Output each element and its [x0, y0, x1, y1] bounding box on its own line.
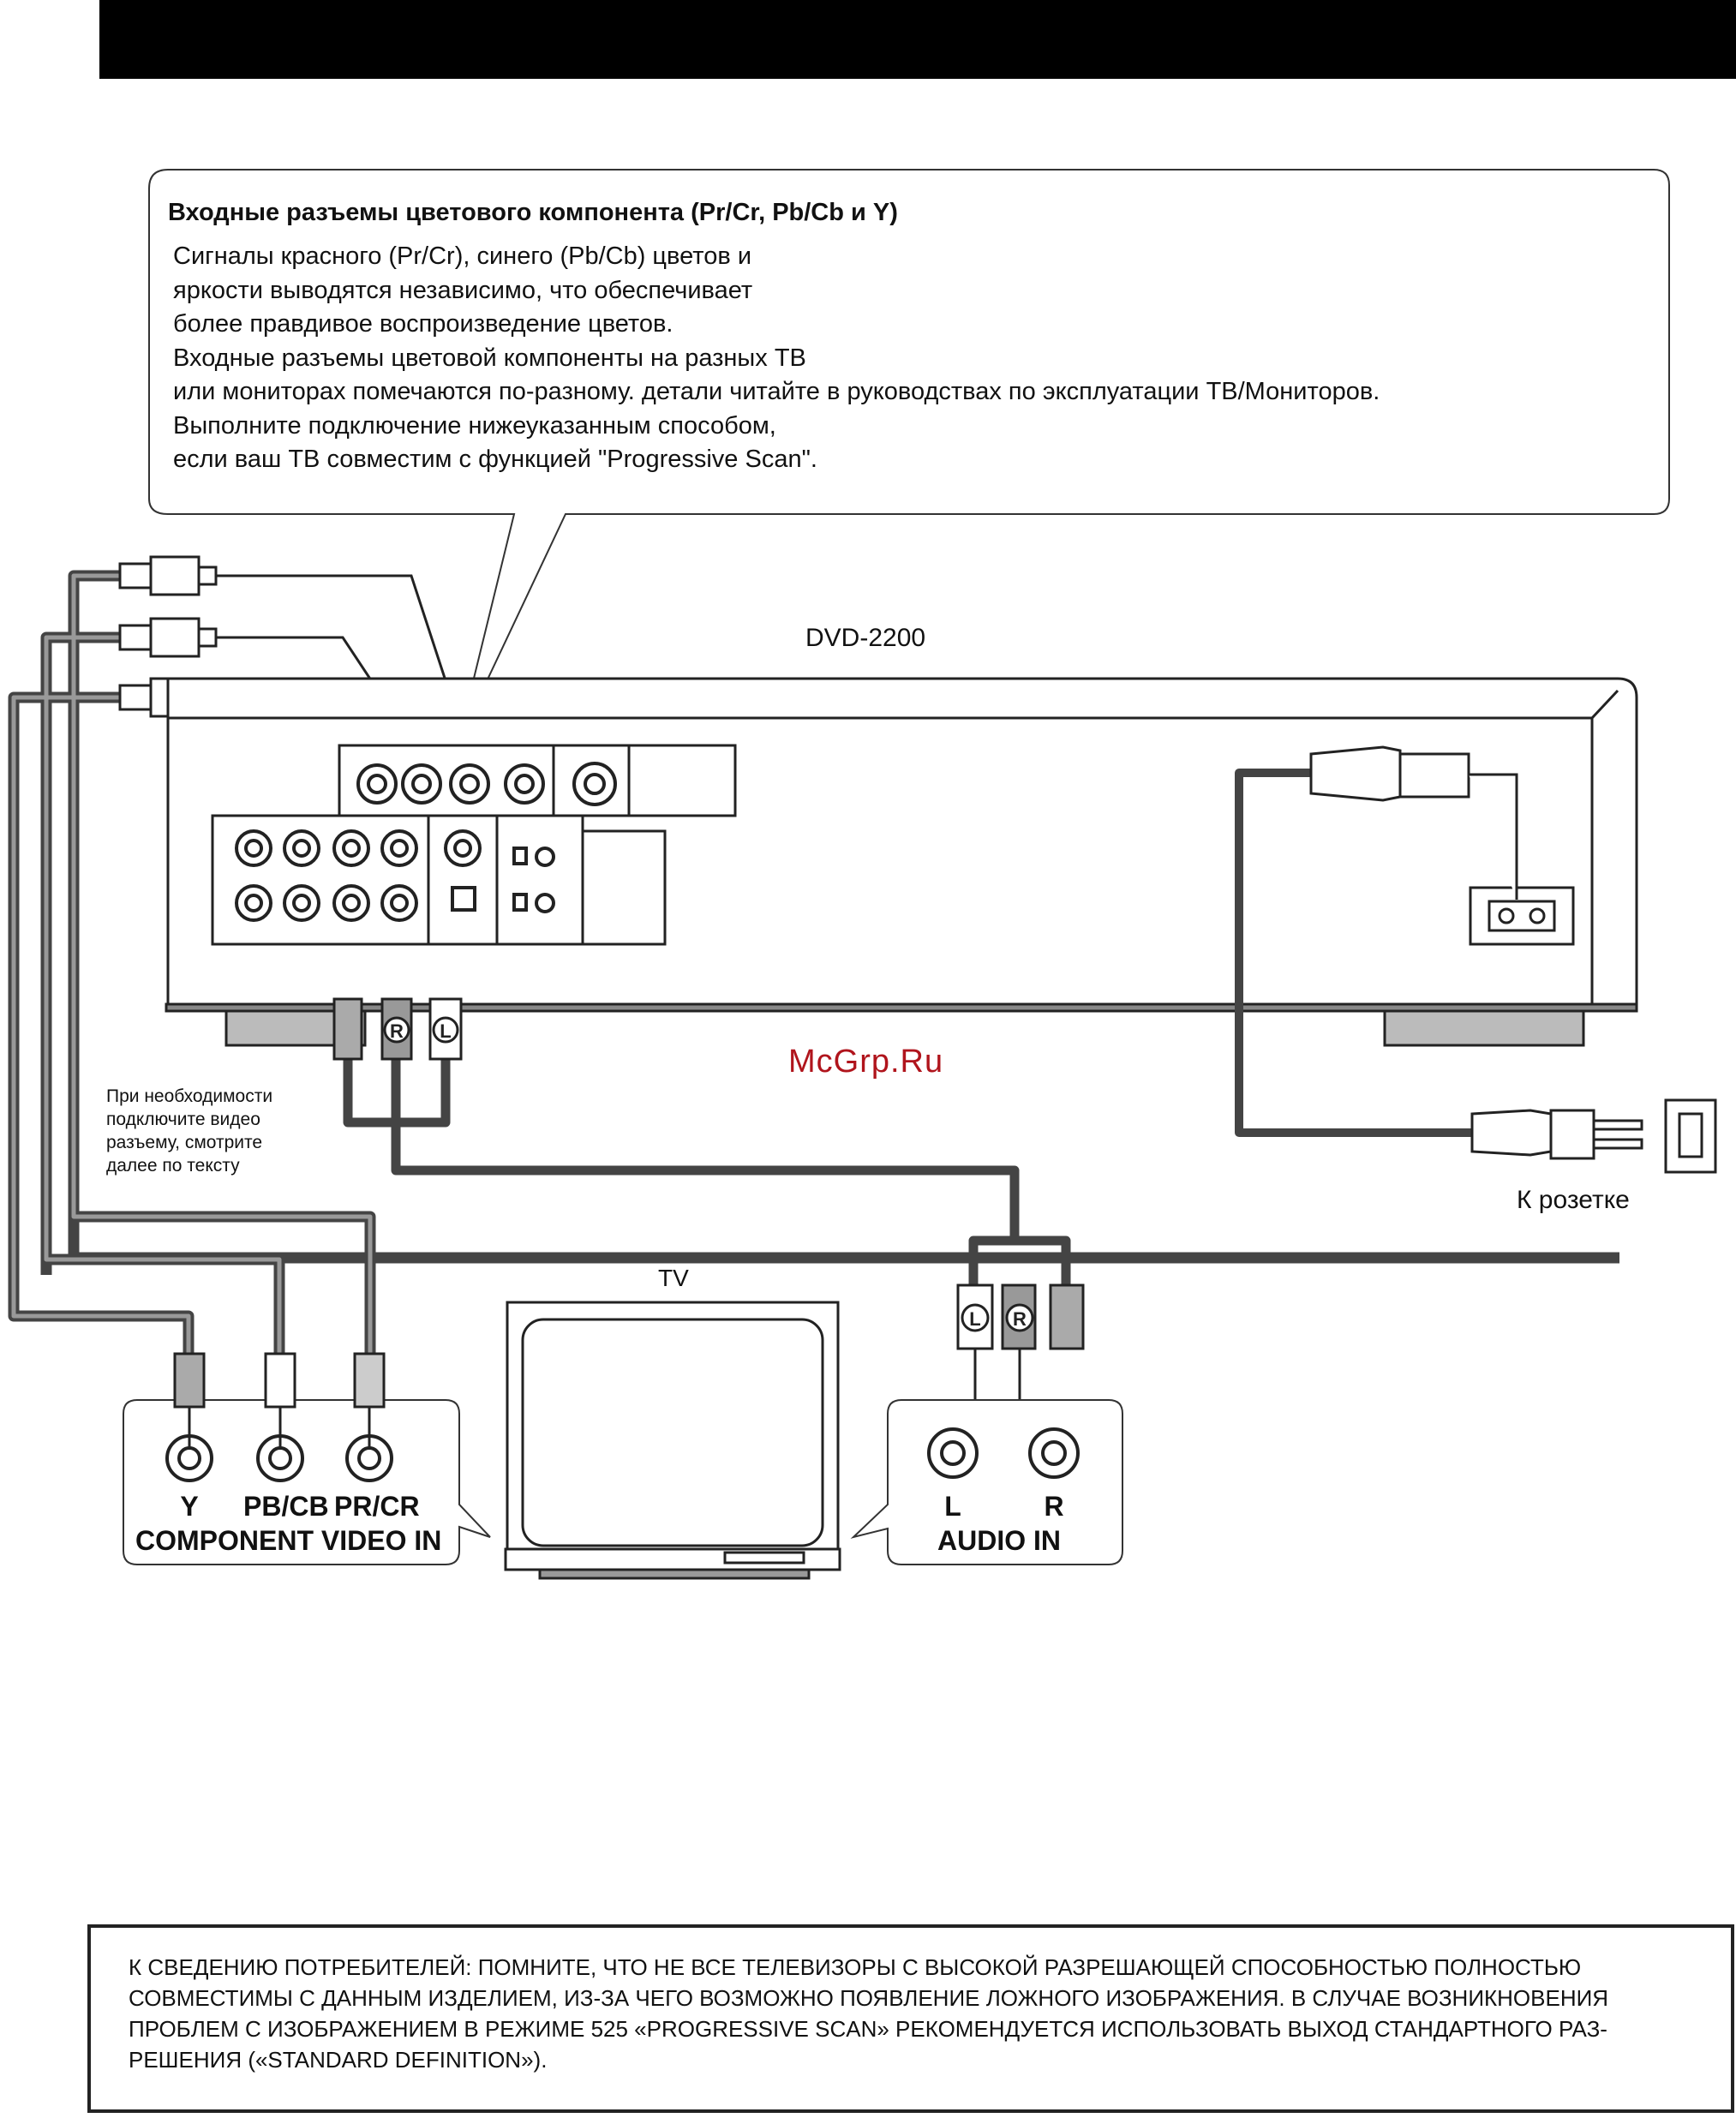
- audio-panel-title: AUDIO IN: [937, 1525, 1061, 1556]
- video-note: При необходимости подключите видео разъе…: [106, 1085, 272, 1177]
- warning-line: СОВМЕСТИМЫ С ДАННЫМ ИЗДЕЛИЕМ, ИЗ-ЗА ЧЕГО…: [129, 1985, 1609, 2011]
- plug-mark-l-top: L: [440, 1020, 451, 1042]
- video-note-line: далее по тексту: [106, 1156, 240, 1176]
- warning-line: К СВЕДЕНИЮ ПОТРЕБИТЕЛЕЙ: ПОМНИТЕ, ЧТО НЕ…: [129, 1954, 1582, 1980]
- callout-line: если ваш ТВ совместим с функцией "Progre…: [173, 446, 817, 473]
- jack-label-pr: PR/CR: [334, 1491, 420, 1522]
- tv-set: [504, 1301, 841, 1580]
- plug-mark-r-bottom: R: [1013, 1308, 1027, 1330]
- plug-mark-r-top: R: [390, 1020, 404, 1042]
- outlet-label: К розетке: [1517, 1186, 1630, 1214]
- callout-bubble: [148, 169, 1670, 742]
- callout-line: более правдивое воспроизведение цветов.: [173, 310, 673, 338]
- video-note-line: разъему, смотрите: [106, 1133, 263, 1152]
- video-note-line: подключите видео: [106, 1110, 260, 1129]
- warning-line: ПРОБЛЕМ С ИЗОБРАЖЕНИЕМ В РЕЖИМЕ 525 «PRO…: [129, 2016, 1607, 2042]
- video-note-line: При необходимости: [106, 1086, 273, 1106]
- callout-line: яркости выводятся независимо, что обеспе…: [173, 276, 753, 304]
- callout-line: Выполните подключение нижеуказанным спос…: [173, 411, 776, 440]
- warning-text: К СВЕДЕНИЮ ПОТРЕБИТЕЛЕЙ: ПОМНИТЕ, ЧТО НЕ…: [129, 1952, 1697, 2075]
- jack-label-r: R: [1044, 1491, 1064, 1522]
- jack-label-pb: PB/CB: [243, 1491, 329, 1522]
- callout-line: Входные разъемы цветовой компоненты на р…: [173, 344, 806, 372]
- warning-line: РЕШЕНИЯ («STANDARD DEFINITION»).: [129, 2047, 548, 2073]
- dvd-model-label: DVD-2200: [805, 624, 926, 652]
- header-bar: [99, 0, 1736, 79]
- plug-mark-l-bottom: L: [969, 1308, 980, 1330]
- cable-pb: [40, 631, 129, 1275]
- component-panel-title: COMPONENT VIDEO IN: [135, 1525, 442, 1556]
- callout-title: Входные разъемы цветового компонента (Pr…: [168, 199, 898, 226]
- jack-label-l: L: [944, 1491, 961, 1522]
- jack-label-y: Y: [180, 1491, 199, 1522]
- warning-box: [87, 1924, 1734, 2113]
- callout-line: или мониторах помечаются по-разному. дет…: [173, 378, 1380, 405]
- watermark: McGrp.Ru: [788, 1044, 944, 1080]
- callout-body: Сигналы красного (Pr/Cr), синего (Pb/Cb)…: [173, 240, 1380, 477]
- component-panel-box: [123, 1399, 491, 1565]
- tv-label: TV: [658, 1265, 689, 1291]
- callout-line: Сигналы красного (Pr/Cr), синего (Pb/Cb)…: [173, 242, 752, 270]
